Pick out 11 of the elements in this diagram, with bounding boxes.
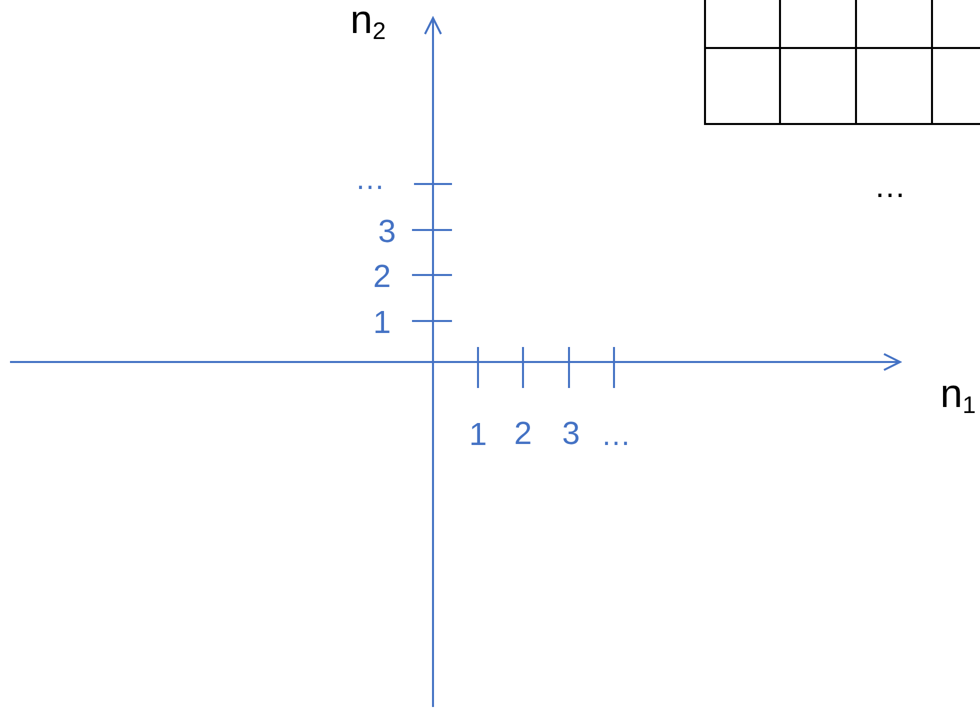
tick-label: 1 — [469, 418, 487, 450]
tick-label: 3 — [562, 417, 580, 449]
axis-label: n$_{2}$ — [350, 0, 386, 44]
tick-label: 2 — [373, 260, 391, 292]
tick-label: 1 — [373, 306, 391, 338]
tick-label: … — [601, 421, 631, 451]
axis-label: n$_{1}$ — [940, 374, 976, 418]
tick-label: 2 — [514, 417, 532, 449]
tick-label: 3 — [378, 215, 396, 247]
ellipsis-label: … — [874, 170, 906, 202]
tick-label: … — [355, 165, 385, 195]
